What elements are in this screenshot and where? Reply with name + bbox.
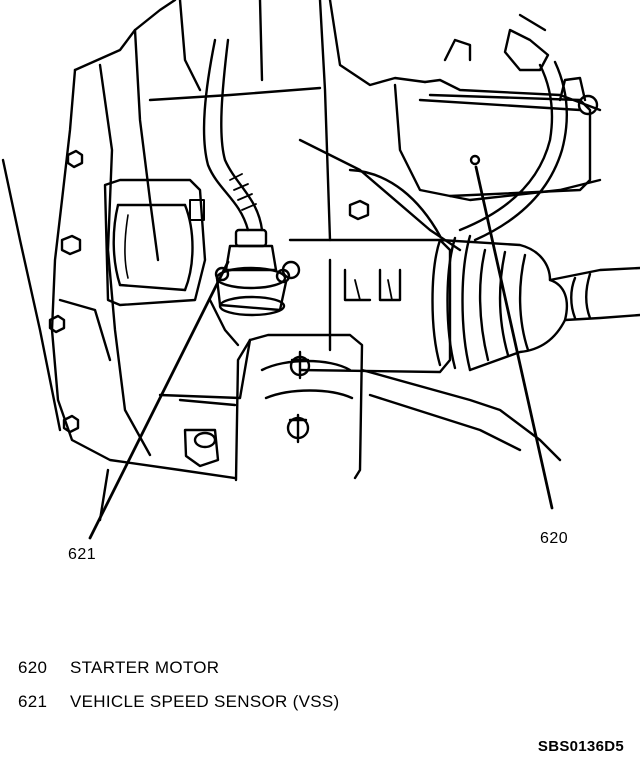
drive-axle-boot <box>431 234 640 372</box>
legend-row-vehicle-speed-sensor: 621 VEHICLE SPEED SENSOR (VSS) <box>18 692 339 712</box>
housing-bolts <box>48 149 370 434</box>
figure-code: SBS0136D5 <box>537 738 624 755</box>
lower-bracket <box>158 333 562 482</box>
leader-lines <box>88 165 554 540</box>
speedometer-cable <box>202 38 264 232</box>
callout-620: 620 <box>540 530 569 547</box>
callout-621: 621 <box>68 546 97 563</box>
transaxle-housing <box>1 0 427 522</box>
legend-text: STARTER MOTOR <box>70 658 220 677</box>
legend-row-starter-motor: 620 STARTER MOTOR <box>18 658 219 678</box>
legend-number: 620 <box>18 658 48 677</box>
transaxle-mount <box>103 178 207 307</box>
starter-motor <box>428 13 599 242</box>
legend-text: VEHICLE SPEED SENSOR (VSS) <box>70 692 340 711</box>
vehicle-speed-sensor <box>208 228 301 347</box>
engine-block <box>288 38 602 374</box>
legend-number: 621 <box>18 692 48 711</box>
